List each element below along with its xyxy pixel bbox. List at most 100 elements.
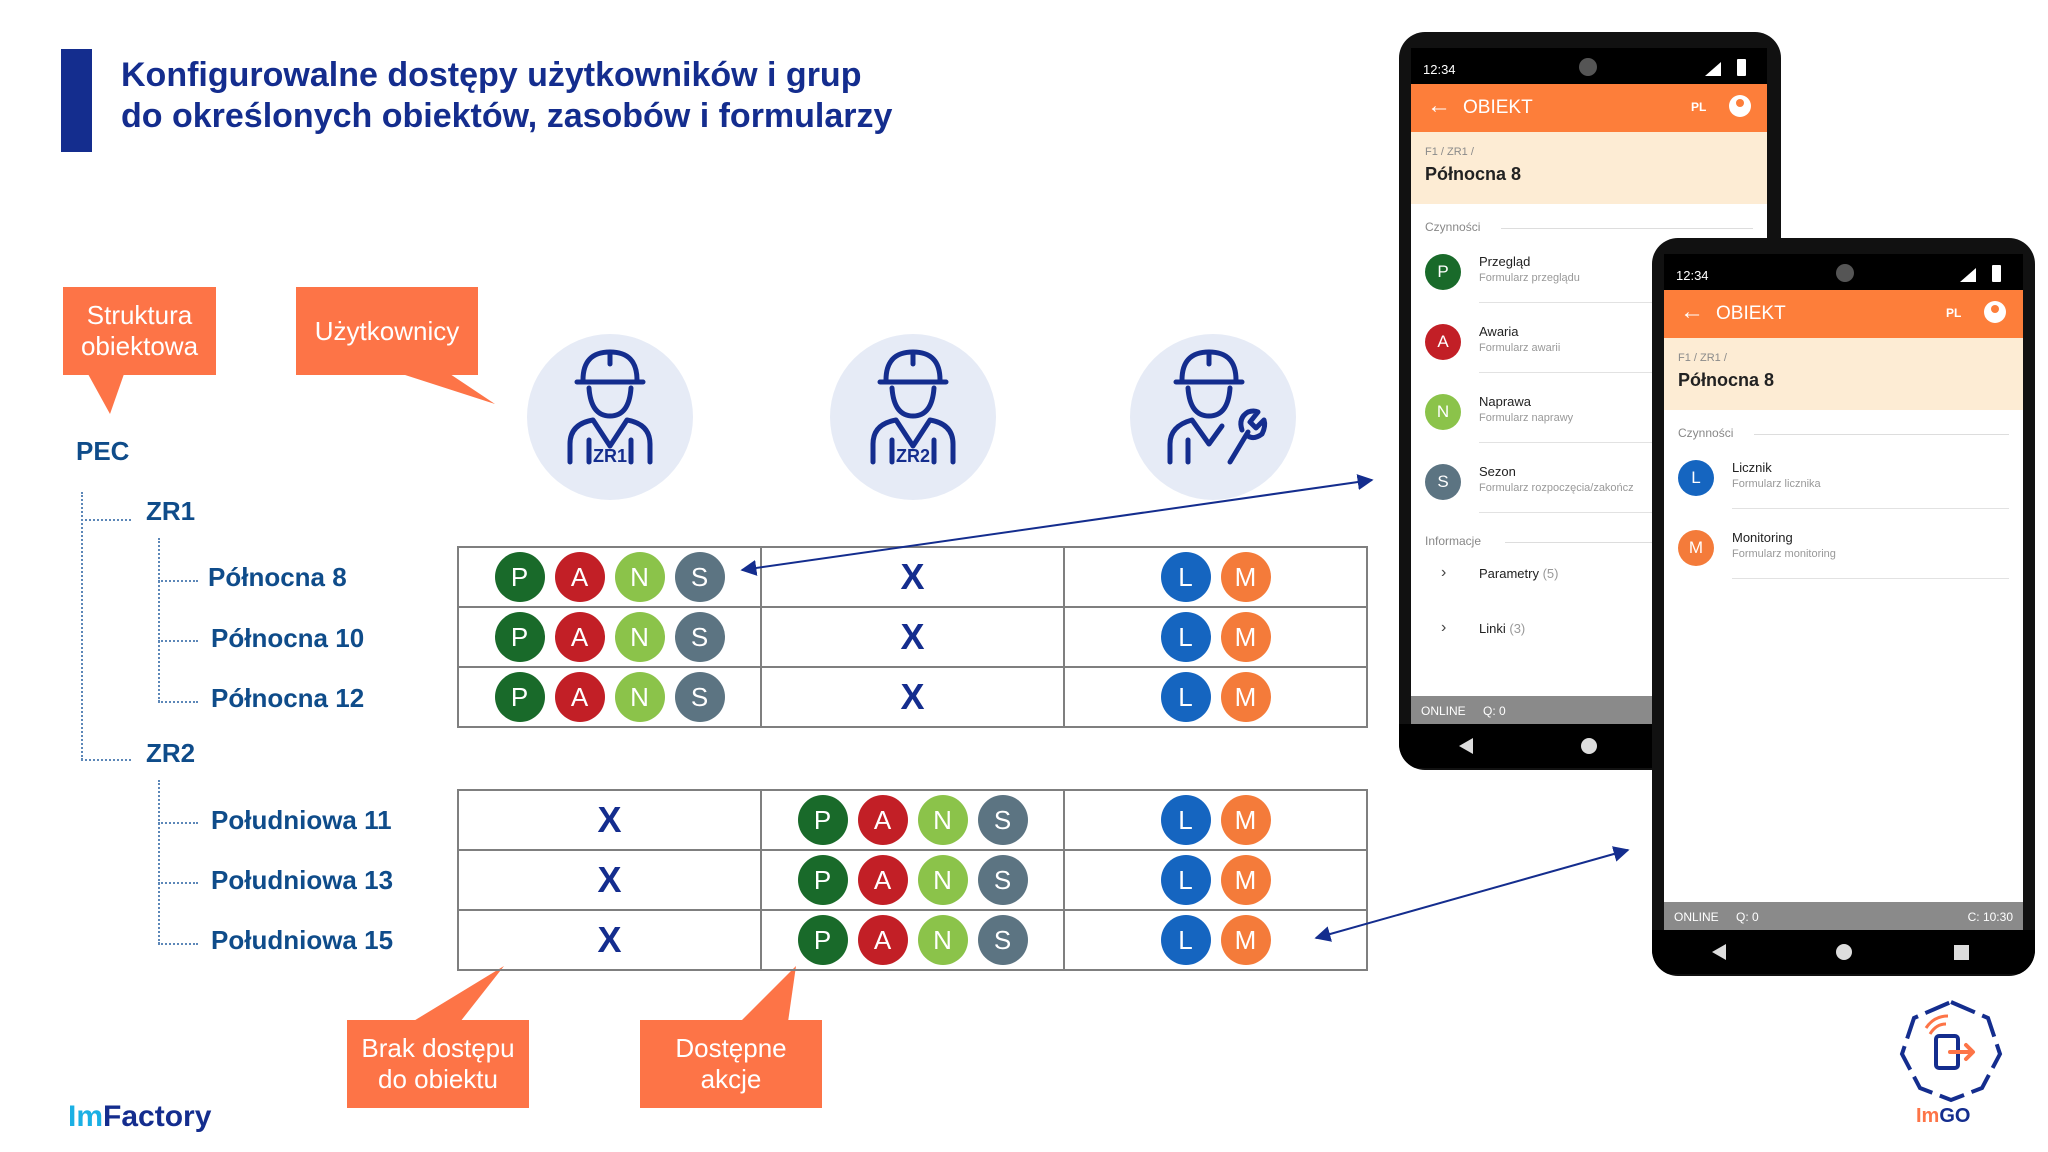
action-badge-l[interactable]: L <box>1160 915 1211 965</box>
phone-info-link[interactable]: ›Linki (3) <box>1425 611 1767 651</box>
action-badge-l[interactable]: L <box>1160 672 1211 722</box>
tree-connector-node <box>158 943 198 945</box>
matrix-cell[interactable]: X <box>760 606 1065 668</box>
action-badge-n[interactable]: N <box>917 915 968 965</box>
user-zr1[interactable]: ZR1 <box>527 334 693 500</box>
divider <box>1501 228 1753 229</box>
action-badge-a[interactable]: A <box>857 795 908 845</box>
matrix-cell[interactable]: X <box>760 546 1065 608</box>
tree-node-polnocna-10[interactable]: Północna 10 <box>211 623 365 653</box>
tree-node-poludniowa-13[interactable]: Południowa 13 <box>211 865 394 895</box>
action-badge-a[interactable]: A <box>554 612 605 662</box>
action-badge-l[interactable]: L <box>1160 795 1211 845</box>
action-badge-n[interactable]: N <box>917 795 968 845</box>
action-badge-s[interactable]: S <box>674 552 725 602</box>
action-badge-a[interactable]: A <box>554 552 605 602</box>
action-badge-n[interactable]: N <box>614 552 665 602</box>
matrix-cell[interactable]: X <box>457 849 762 911</box>
action-badge-a[interactable]: A <box>857 855 908 905</box>
tree-group-zr2[interactable]: ZR2 <box>146 738 196 768</box>
action-badge-p[interactable]: P <box>797 855 848 905</box>
nav-back-icon[interactable] <box>1459 738 1473 754</box>
divider <box>1479 512 1753 513</box>
nav-recents-icon[interactable] <box>1954 945 1969 960</box>
phone-info-link[interactable]: ›Parametry (5) <box>1425 556 1767 596</box>
nav-home-icon[interactable] <box>1836 944 1852 960</box>
phone-2-breadcrumb[interactable]: F1 / ZR1 / <box>1678 352 1727 364</box>
phone-1-language-button[interactable]: PL <box>1691 100 1707 114</box>
back-arrow-icon[interactable]: ← <box>1680 298 1704 325</box>
action-badge-s[interactable]: S <box>977 915 1028 965</box>
action-badge-s[interactable]: S <box>674 672 725 722</box>
action-badge-m[interactable]: M <box>1220 915 1271 965</box>
action-badge-s[interactable]: S <box>674 612 725 662</box>
action-badge-m[interactable]: M <box>1220 672 1271 722</box>
action-badge-p[interactable]: P <box>797 795 848 845</box>
matrix-cell[interactable]: X <box>457 909 762 971</box>
phone-action-name: Monitoring <box>1732 530 1793 545</box>
user-technician[interactable] <box>1130 334 1296 500</box>
phone-action-subtitle: Formularz awarii <box>1479 342 1561 354</box>
tree-node-polnocna-8[interactable]: Północna 8 <box>208 562 347 592</box>
action-badge-p[interactable]: P <box>797 915 848 965</box>
tree-node-polnocna-12[interactable]: Północna 12 <box>211 683 365 713</box>
action-badge-l[interactable]: L <box>1160 855 1211 905</box>
nav-home-icon[interactable] <box>1581 738 1597 754</box>
tree-group-zr1[interactable]: ZR1 <box>146 496 196 526</box>
matrix-cell[interactable]: X <box>457 789 762 851</box>
action-badge-m[interactable]: M <box>1220 612 1271 662</box>
account-icon[interactable] <box>1729 95 1751 117</box>
action-badge-s[interactable]: S <box>977 855 1028 905</box>
action-badge-n[interactable]: N <box>614 612 665 662</box>
action-badge-s[interactable]: S <box>977 795 1028 845</box>
action-badge-p[interactable]: P <box>494 612 545 662</box>
user-zr2[interactable]: ZR2 <box>830 334 996 500</box>
action-badge-l[interactable]: L <box>1160 612 1211 662</box>
action-badge-l[interactable]: L <box>1160 552 1211 602</box>
action-badge-n[interactable]: N <box>614 672 665 722</box>
tree-connector-zr2-children <box>158 780 160 944</box>
user-zr1-label: ZR1 <box>592 446 627 466</box>
action-badge-p[interactable]: P <box>494 672 545 722</box>
account-icon[interactable] <box>1984 301 2006 323</box>
tree-connector-zr1 <box>81 519 131 521</box>
tree-node-poludniowa-11[interactable]: Południowa 11 <box>211 805 392 835</box>
tree-node-poludniowa-15[interactable]: Południowa 15 <box>211 925 394 955</box>
phone-2-language-button[interactable]: PL <box>1946 306 1962 320</box>
action-badge-m[interactable]: M <box>1220 795 1271 845</box>
action-badge-m[interactable]: M <box>1220 552 1271 602</box>
tree-root[interactable]: PEC <box>76 436 130 466</box>
matrix-cell[interactable]: X <box>760 666 1065 728</box>
action-badge-a[interactable]: A <box>554 672 605 722</box>
back-arrow-icon[interactable]: ← <box>1427 92 1451 119</box>
phone-1-breadcrumb[interactable]: F1 / ZR1 / <box>1425 146 1474 158</box>
action-badge-m[interactable]: M <box>1220 855 1271 905</box>
action-badge-a[interactable]: A <box>857 915 908 965</box>
no-access-mark: X <box>597 919 622 960</box>
nav-back-icon[interactable] <box>1712 944 1726 960</box>
action-badge-p[interactable]: P <box>494 552 545 602</box>
action-badge-n[interactable]: N <box>917 855 968 905</box>
